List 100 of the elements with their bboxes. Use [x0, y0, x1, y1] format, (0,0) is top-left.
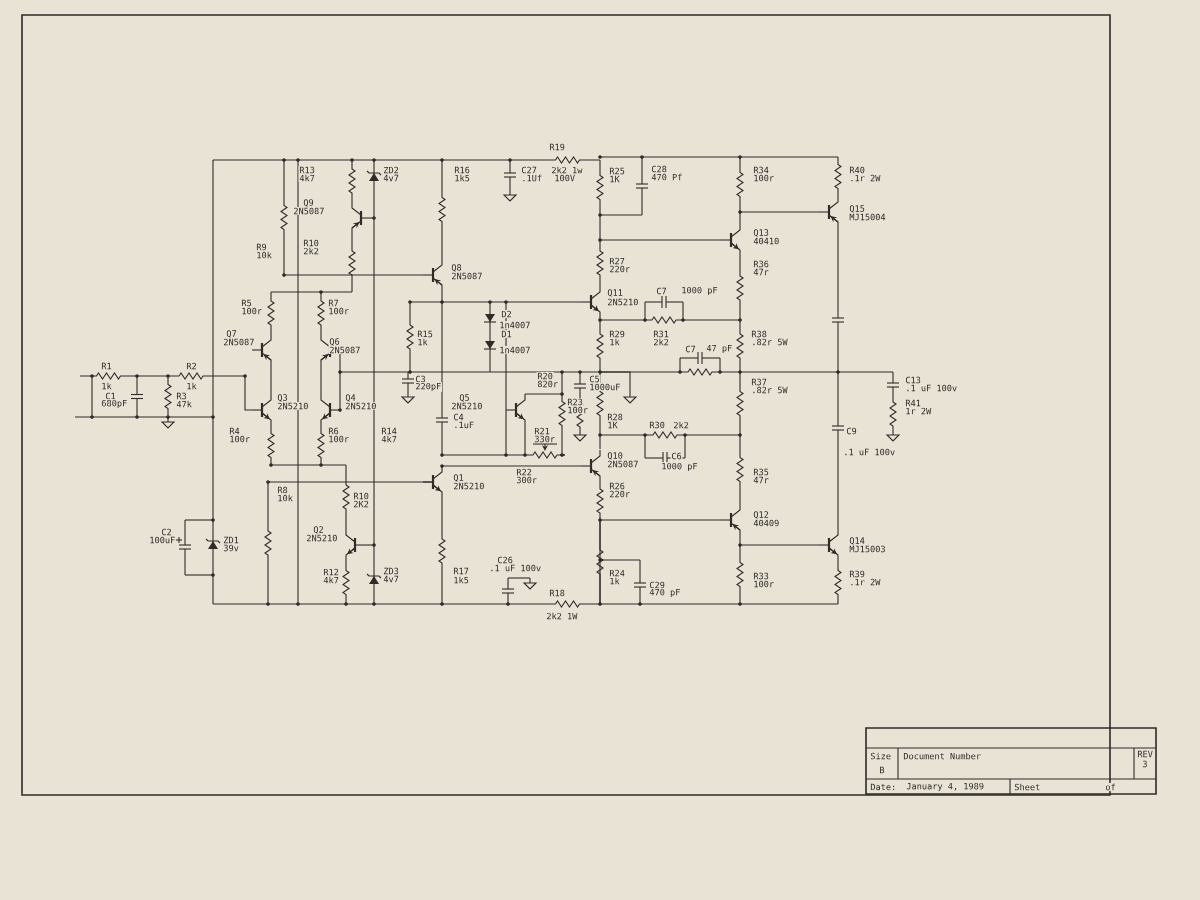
- title-block-text: 3: [1141, 759, 1149, 769]
- component-label: R23: [566, 397, 584, 407]
- component-label: 100uF: [148, 535, 177, 545]
- component-label: R18: [548, 588, 566, 598]
- component-label: 2N5087: [292, 206, 326, 216]
- component-label: R28: [606, 412, 624, 422]
- component-label: 2N5087: [606, 459, 640, 469]
- component-label: R4: [228, 427, 241, 435]
- component-label: 2N5210: [450, 401, 484, 411]
- component-label: Q5: [458, 393, 471, 403]
- title-block-text: Size: [869, 751, 892, 761]
- component-label: R13: [298, 165, 316, 175]
- component-label: R3: [175, 391, 188, 401]
- component-label: Q13: [752, 228, 770, 238]
- component-label: 100r: [752, 579, 775, 589]
- component-label: R7: [327, 299, 340, 307]
- component-label: Q15: [848, 204, 866, 214]
- component-label: R24: [608, 569, 626, 577]
- component-label: R20: [536, 371, 554, 381]
- component-label: .1uF: [452, 421, 475, 429]
- component-label: 4k7: [322, 575, 340, 585]
- component-label: Q4: [344, 393, 357, 403]
- component-label: 1k5: [453, 173, 471, 183]
- component-label: R26: [608, 481, 626, 491]
- component-label: R22: [515, 468, 533, 476]
- component-label: R35: [752, 467, 770, 477]
- component-label: 820r: [536, 379, 559, 389]
- component-label: R8: [276, 485, 289, 495]
- title-block-text: Date:: [869, 783, 898, 791]
- component-label: 220r: [608, 264, 631, 274]
- component-label: 2k2: [672, 420, 690, 430]
- component-label: 2N5210: [606, 297, 640, 307]
- component-label: 39v: [222, 543, 240, 553]
- component-label: 1k: [185, 381, 198, 391]
- component-label: 2k2: [302, 246, 320, 256]
- component-label: R5: [240, 299, 253, 307]
- component-label: R38: [750, 329, 768, 339]
- title-block-text: B: [878, 766, 886, 774]
- component-label: C6: [670, 451, 683, 461]
- component-label: R31: [652, 329, 670, 339]
- component-label: 330r: [533, 434, 556, 444]
- component-label: C28: [650, 164, 668, 174]
- component-label: 1k: [416, 337, 429, 347]
- component-label: R30: [648, 420, 666, 430]
- component-label: 100r: [228, 434, 251, 444]
- component-label: R34: [752, 165, 770, 175]
- title-block-text: Sheet: [1013, 782, 1042, 792]
- component-label: 4v7: [382, 575, 400, 583]
- component-label: 680pF: [100, 399, 129, 409]
- component-label: R14: [380, 427, 398, 435]
- component-label: Q2: [312, 525, 325, 535]
- component-label: MJ15003: [848, 544, 887, 554]
- component-label: R6: [327, 426, 340, 436]
- component-label: 47k: [175, 399, 193, 409]
- component-label: D1: [500, 330, 513, 338]
- component-label: C5: [588, 374, 601, 384]
- component-label: .1Uf: [520, 173, 543, 183]
- component-label: R2: [185, 362, 198, 370]
- component-label: 100V: [553, 173, 576, 183]
- component-label: 300r: [515, 475, 538, 485]
- component-label: 10k: [276, 493, 294, 503]
- component-label: 1r 2W: [904, 407, 933, 415]
- component-label: R19: [548, 142, 566, 152]
- component-label: Q11: [606, 288, 624, 298]
- component-label: ZD3: [382, 566, 400, 576]
- component-label: 1k: [608, 337, 621, 347]
- component-label: C26: [496, 555, 514, 565]
- component-label: .82r 5W: [750, 337, 789, 347]
- component-label: Q12: [752, 510, 770, 520]
- component-label: Q3: [276, 393, 289, 403]
- component-label: .1r 2W: [848, 174, 882, 182]
- component-label: D2: [500, 310, 513, 318]
- component-label: 2k2 1W: [545, 611, 579, 621]
- title-block-text: Document Number: [902, 751, 982, 761]
- component-label: 1000 pF: [680, 286, 719, 296]
- component-label: .1 uF 100v: [904, 383, 958, 393]
- component-label: 1K: [606, 421, 619, 429]
- component-label: 47r: [752, 268, 770, 276]
- component-label: 4v7: [382, 174, 400, 182]
- component-label: R10: [352, 491, 370, 501]
- component-label: ZD2: [382, 166, 400, 174]
- title-block-text: of: [1104, 782, 1117, 792]
- component-label: C2: [160, 527, 173, 537]
- component-label: 1K: [608, 175, 621, 183]
- component-label: C7: [655, 286, 668, 296]
- title-block-text: REV: [1136, 750, 1154, 758]
- component-label: 2N5087: [450, 271, 484, 281]
- component-label: 100r: [327, 434, 350, 444]
- component-label: Q14: [848, 536, 866, 546]
- component-label: 1n4007: [498, 345, 532, 355]
- component-label: Q9: [302, 198, 315, 208]
- component-label: 47 pF: [705, 344, 734, 354]
- component-label: R21: [533, 427, 551, 435]
- component-label: 40409: [752, 518, 781, 528]
- component-label: 100r: [240, 306, 263, 316]
- component-label: C13: [904, 375, 922, 385]
- component-label: 1k: [100, 381, 113, 391]
- component-label: C27: [520, 165, 538, 175]
- component-label: C7: [684, 344, 697, 354]
- component-label: R25: [608, 166, 626, 176]
